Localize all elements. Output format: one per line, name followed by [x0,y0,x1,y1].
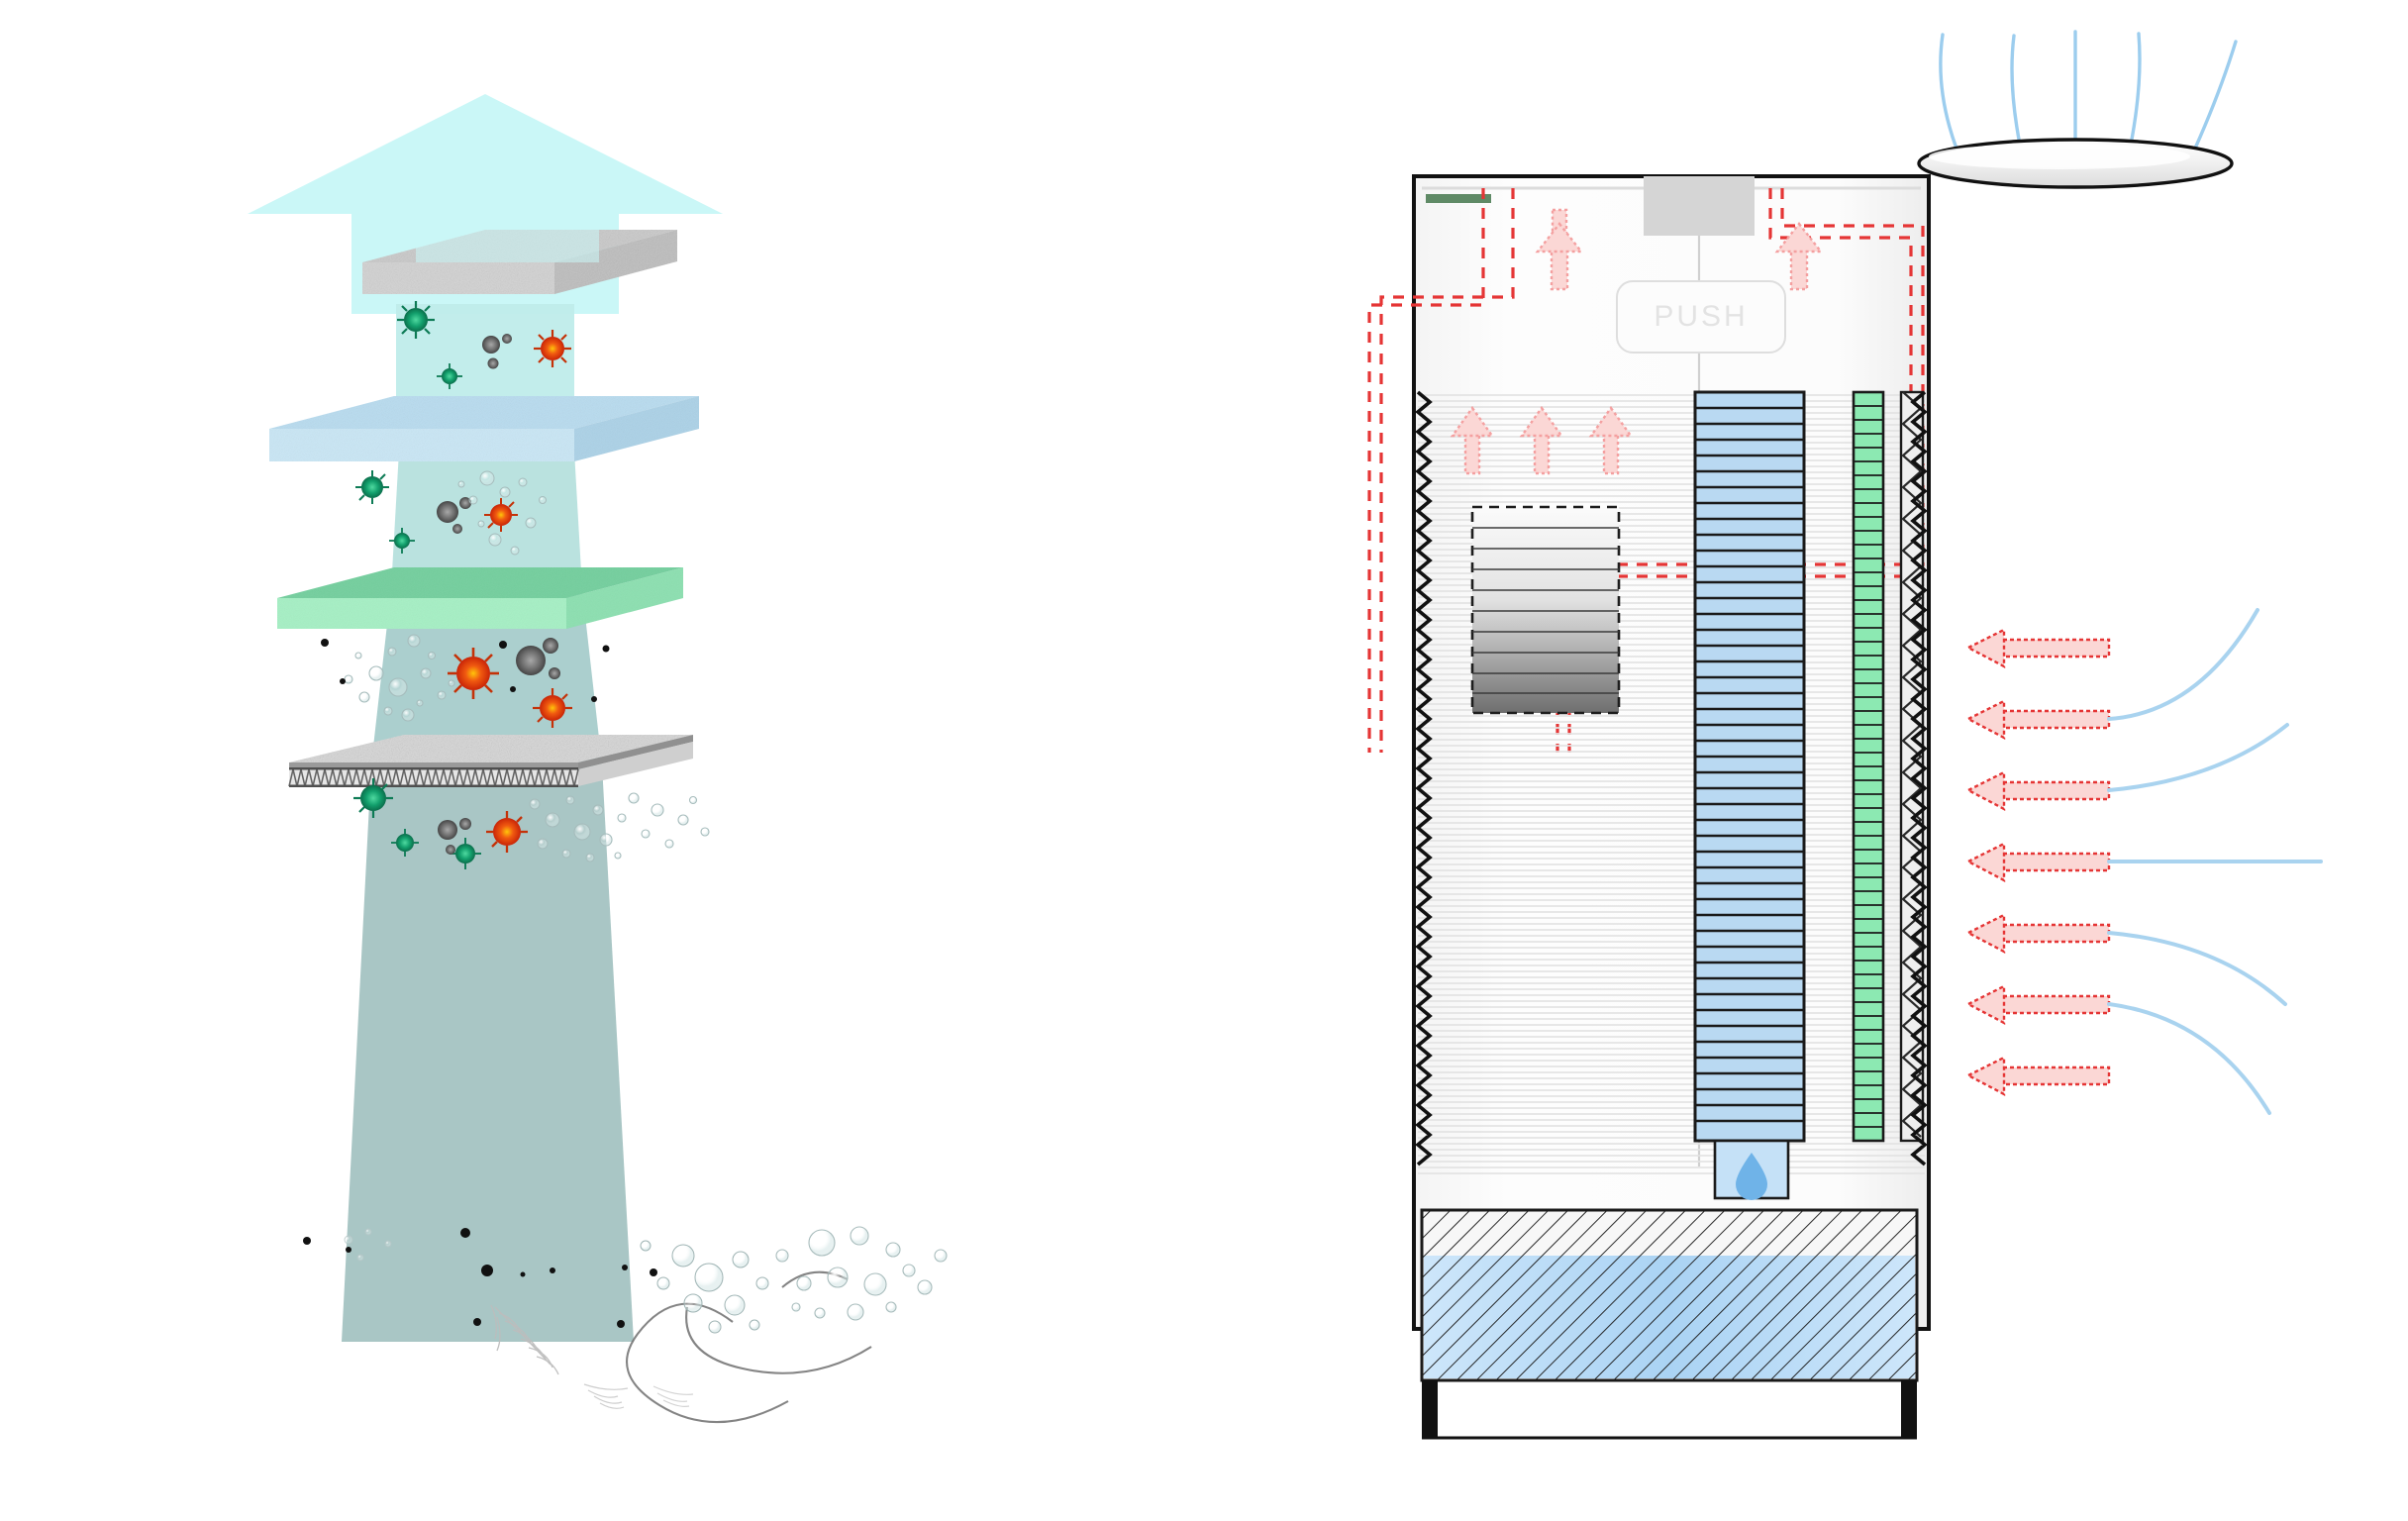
water-drip-funnel [1713,1139,1790,1200]
contaminant-group-zone4 [303,778,948,1424]
intake-arrow [1965,842,2111,882]
antibacterial-green-filter [1852,390,1885,1143]
contaminant-group-zone2 [355,470,547,556]
push-button-label: PUSH [1654,300,1748,333]
virus-orange [533,688,572,728]
right-diagram: PUSH [1327,0,2408,1521]
internal-up-arrow [1450,405,1495,475]
dust-grey-large [516,638,560,679]
virus-green [355,470,389,504]
base-foot-group [1422,1380,1917,1440]
clean-air-outlet-streams [1939,30,2238,152]
dust-grey [437,497,471,534]
virus-green-small [437,363,462,389]
black-specks [321,639,610,702]
contaminant-group-zone3 [321,634,610,728]
side-vent-sawtooth-right [1910,390,1928,1166]
internal-mid-up-arrow-group [1450,405,1634,475]
intake-arrow [1965,699,2111,740]
dust-grey [482,334,512,369]
bubble-swarm-inner [640,1240,769,1334]
bubble-cluster-large [344,634,455,722]
virus-red-large [448,648,499,699]
filter-layer-prefilter-mesh [288,735,693,787]
intake-arrow [1965,1056,2111,1096]
left-diagram [0,0,1089,1521]
virus-red [484,498,518,532]
internal-up-arrow-group [1535,208,1824,291]
internal-up-arrow [1535,222,1584,291]
feather-2 [583,1383,629,1409]
top-diffuser-cap [1917,138,2234,189]
bubble-cluster-bottom [529,792,710,862]
virus-red [534,330,571,367]
louver-gradient-stack [1470,505,1621,715]
internal-up-arrow [1588,405,1634,475]
arrow-shaft-overlap [416,230,599,262]
filter-layer-green [277,567,683,629]
humidifier-wick-filter [1693,390,1806,1143]
intake-arrow [1965,984,2111,1025]
water-droplet-icon [1736,1153,1767,1200]
contaminant-group-zone1 [397,301,571,389]
virus-red [486,811,528,853]
virus-green-small [391,829,419,857]
black-specks-bottom [303,1228,657,1328]
prefilter-mesh-band [288,742,693,787]
intake-arrow [1965,913,2111,954]
virus-green [397,301,435,339]
dirty-air-intake-streams [2107,608,2323,1115]
internal-up-arrow [1774,222,1824,291]
intake-arrow [1965,628,2111,668]
feather-3 [652,1385,694,1407]
dust-grey [438,818,471,855]
intake-arrow [1965,770,2111,811]
intake-arrow-group [1965,628,2111,1096]
side-vent-sawtooth-left [1415,390,1433,1166]
air-quality-indicator-bar [1426,194,1491,203]
fan-motor-housing [1644,176,1755,236]
virus-green-small [389,528,415,554]
bubble-swarm-right [775,1226,948,1321]
filter-layer-blue [269,396,699,461]
push-button[interactable]: PUSH [1616,280,1786,354]
water-tank [1420,1208,1919,1382]
feather [490,1304,559,1375]
air-purifier-cross-section-svg: PUSH [1367,30,2323,1440]
internal-up-arrow [1519,405,1564,475]
bubble-swarm-left [344,1228,392,1262]
exploded-filter-stack-svg [248,94,948,1424]
virus-green [353,778,393,818]
hair-strands [626,1270,872,1424]
bubble-cluster [457,470,547,556]
